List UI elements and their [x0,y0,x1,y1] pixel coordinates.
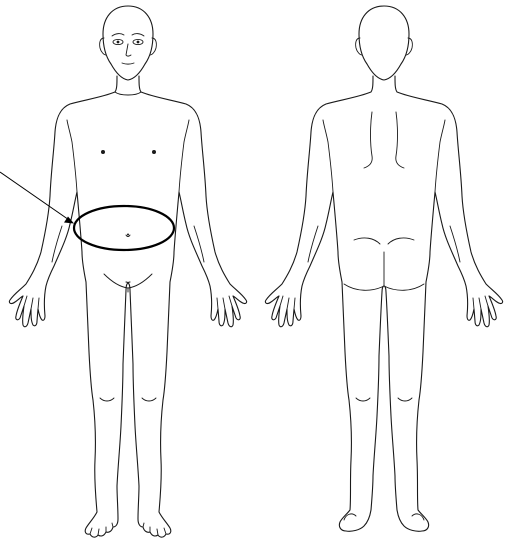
front-groin [104,274,152,288]
back-body-outline-right [384,76,503,531]
back-scapula-right [396,112,404,168]
front-head [103,6,153,80]
front-body-figure [9,6,246,537]
front-nipple-right [152,150,156,154]
front-nipple-left [101,150,105,154]
front-inner-arm-left [67,120,77,192]
annotation-group [0,172,174,250]
abdomen-highlight-ellipse [74,206,174,250]
pointer-arrow-line [0,172,72,222]
back-body-figure [265,6,502,531]
front-nose [126,44,131,56]
back-head [359,6,409,80]
front-inner-arm-right [179,120,189,192]
front-mouth [122,63,134,64]
front-eyebrow-right [132,34,144,36]
back-scapula-left [364,112,372,168]
front-body-outline [9,76,130,537]
back-body-outline [265,76,384,531]
back-buttocks [354,238,380,244]
front-body-outline-right [126,76,247,537]
front-eyebrow-left [112,34,124,36]
